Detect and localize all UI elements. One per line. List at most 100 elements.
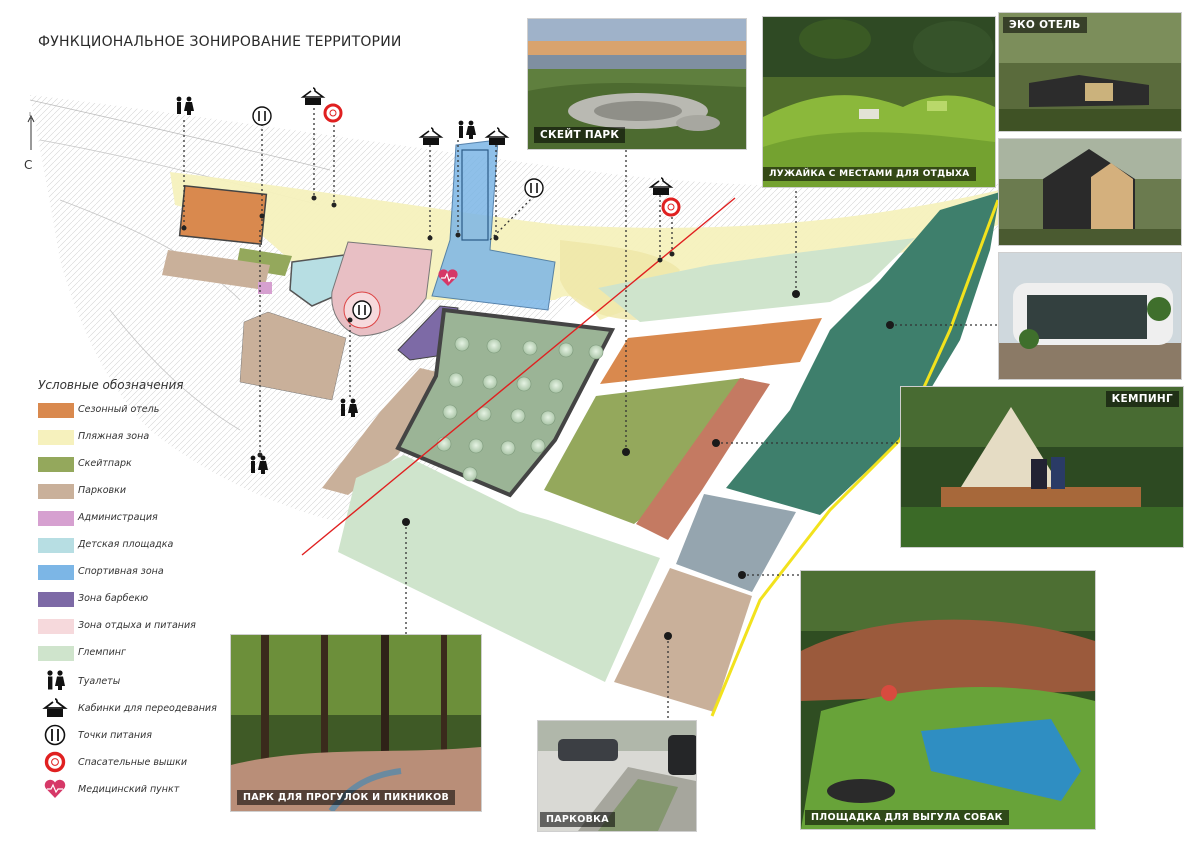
parking-photo: ПАРКОВКА bbox=[537, 720, 697, 832]
dog-park-caption: ПЛОЩАДКА ДЛЯ ВЫГУЛА СОБАК bbox=[805, 810, 1009, 825]
tree bbox=[454, 336, 470, 352]
north-arrow bbox=[27, 114, 35, 150]
park-image bbox=[231, 635, 481, 811]
legend-label: Глемпинг bbox=[78, 647, 126, 658]
leader-lines bbox=[183, 103, 998, 720]
eco-hotel-photo-1: ЭКО ОТЕЛЬ bbox=[998, 12, 1182, 132]
leader-dots bbox=[402, 290, 894, 640]
legend-label: Парковки bbox=[78, 485, 127, 496]
changing-cabin-icon bbox=[418, 127, 444, 145]
small-dots bbox=[181, 195, 675, 458]
north-label: С bbox=[24, 158, 33, 172]
tree bbox=[436, 436, 452, 452]
legend-swatch bbox=[38, 646, 74, 661]
legend-swatch bbox=[38, 511, 74, 526]
lifebuoy-icon bbox=[661, 197, 681, 217]
parking-zone-map-1 bbox=[239, 311, 347, 401]
toilet-icon bbox=[47, 670, 65, 690]
legend-swatch bbox=[38, 592, 74, 607]
camping-zone-map bbox=[726, 192, 1000, 515]
legend-label: Сезонный отель bbox=[78, 404, 160, 415]
camping-photo: КЕМПИНГ bbox=[900, 386, 1184, 548]
eco-hotel-caption: ЭКО ОТЕЛЬ bbox=[1003, 17, 1087, 33]
lawn-image bbox=[763, 17, 995, 187]
dog-park-photo: ПЛОЩАДКА ДЛЯ ВЫГУЛА СОБАК bbox=[800, 570, 1096, 830]
tree bbox=[516, 376, 532, 392]
red-boundary bbox=[301, 197, 736, 556]
tree bbox=[530, 438, 546, 454]
legend-label: Детская площадка bbox=[78, 539, 174, 550]
legend-title: Условные обозначения bbox=[38, 378, 184, 392]
sport-zone-map bbox=[431, 139, 556, 311]
parking-zone-map-2 bbox=[322, 368, 446, 495]
tree bbox=[558, 342, 574, 358]
trees-group bbox=[436, 336, 604, 482]
legend-swatch bbox=[38, 457, 74, 472]
toilet-icon bbox=[250, 455, 268, 474]
dog-zone-map bbox=[676, 494, 796, 592]
changing-cabin-icon bbox=[648, 177, 674, 195]
skate-park-photo: СКЕЙТ ПАРК bbox=[527, 18, 747, 150]
legend-swatch bbox=[38, 403, 74, 418]
legend-icon-label: Медицинский пункт bbox=[78, 784, 180, 795]
changing-cabin-icon bbox=[300, 87, 326, 105]
legend-swatch bbox=[38, 619, 74, 634]
legend-swatch bbox=[38, 484, 74, 499]
eco-hotel-photo-3 bbox=[998, 252, 1182, 380]
legend-label: Администрация bbox=[78, 512, 158, 523]
parking-zone-map-3 bbox=[614, 568, 752, 712]
lawn-photo: ЛУЖАЙКА С МЕСТАМИ ДЛЯ ОТДЫХА bbox=[762, 16, 996, 188]
sport-field-outline bbox=[461, 149, 489, 241]
yellow-boundary bbox=[710, 199, 1000, 717]
lifebuoy-icon bbox=[323, 103, 343, 123]
changing-cabin-icon bbox=[42, 698, 68, 717]
tree bbox=[548, 378, 564, 394]
food-point-icon bbox=[524, 178, 544, 198]
legend-icon-label: Точки питания bbox=[78, 730, 153, 741]
tree bbox=[540, 410, 556, 426]
glamping-zone-top bbox=[598, 238, 915, 322]
park-caption: ПАРК ДЛЯ ПРОГУЛОК И ПИКНИКОВ bbox=[237, 790, 456, 805]
hotel-zone-map bbox=[178, 185, 268, 245]
tree bbox=[462, 466, 478, 482]
park-square-map bbox=[395, 307, 616, 498]
legend-label: Зона отдыха и питания bbox=[78, 620, 196, 631]
tree bbox=[476, 406, 492, 422]
tree bbox=[482, 374, 498, 390]
legend-label: Скейтпарк bbox=[78, 458, 132, 469]
admin-zone-map bbox=[258, 282, 272, 294]
legend-label: Спортивная зона bbox=[78, 566, 164, 577]
skate-park-image bbox=[528, 19, 746, 149]
medical-heart-icon bbox=[438, 269, 458, 286]
legend-label: Зона барбекю bbox=[78, 593, 149, 604]
eco-hotel-photo-2 bbox=[998, 138, 1182, 246]
tree bbox=[486, 338, 502, 354]
food-point-icon bbox=[352, 300, 372, 320]
lifebuoy-icon bbox=[44, 751, 66, 773]
legend-icon-label: Кабинки для переодевания bbox=[78, 703, 217, 714]
eco-hotel-image-2 bbox=[999, 139, 1181, 245]
tree bbox=[588, 344, 604, 360]
toilet-icon bbox=[176, 96, 194, 115]
lawn-caption: ЛУЖАЙКА С МЕСТАМИ ДЛЯ ОТДЫХА bbox=[763, 167, 976, 181]
legend-label: Пляжная зона bbox=[78, 431, 150, 442]
toilet-icon bbox=[458, 120, 476, 139]
parking-caption: ПАРКОВКА bbox=[540, 812, 615, 827]
skate-zone-right bbox=[544, 378, 744, 524]
skate-park-caption: СКЕЙТ ПАРК bbox=[534, 127, 626, 143]
legend-swatch bbox=[38, 538, 74, 553]
eco-hotel-image-1 bbox=[999, 13, 1181, 131]
tree bbox=[500, 440, 516, 456]
eco-hotel-image-3 bbox=[999, 253, 1181, 379]
medical-heart-icon bbox=[44, 779, 66, 798]
tree bbox=[510, 408, 526, 424]
dog-park-image bbox=[801, 571, 1095, 829]
tree bbox=[448, 372, 464, 388]
tree bbox=[442, 404, 458, 420]
glamping-zone-bottom bbox=[338, 455, 660, 682]
legend-swatch bbox=[38, 565, 74, 580]
camping-caption: КЕМПИНГ bbox=[1105, 391, 1179, 407]
camping-image bbox=[901, 387, 1183, 547]
terracotta-zone bbox=[636, 378, 770, 540]
